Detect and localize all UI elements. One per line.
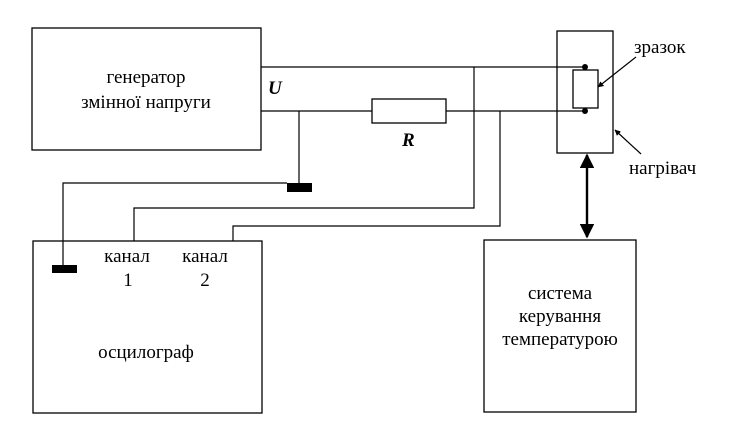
channel2-label-line1: канал	[182, 246, 228, 267]
channel2-label-line2: 2	[200, 270, 210, 291]
channel1-wire	[133, 67, 475, 241]
sample	[572, 69, 599, 109]
channel2-wire	[232, 111, 501, 241]
sample-terminal-bottom	[582, 108, 588, 114]
sample-pointer	[597, 56, 637, 88]
channel1-label-line2: 1	[123, 270, 133, 291]
oscilloscope-box	[32, 240, 263, 414]
sample-label: зразок	[634, 37, 686, 58]
generator-label-line1: генератор	[106, 67, 185, 88]
heater-pointer	[614, 129, 642, 155]
temperature-control-box	[483, 239, 637, 413]
heater-label: нагрівач	[629, 158, 697, 179]
generator-label-line2: змінної напруги	[81, 92, 211, 113]
generator-block: генератор змінної напруги	[31, 27, 262, 151]
temperature-control-block: система керування температурою	[483, 239, 637, 413]
generator-box	[31, 27, 262, 151]
oscilloscope-block: канал 1 канал 2 осцилограф	[32, 240, 263, 414]
heater-box	[556, 30, 614, 154]
temperature-control-line1: система	[528, 283, 593, 304]
temperature-control-line2: керування	[519, 306, 601, 327]
sample-terminal-top	[582, 64, 588, 70]
voltage-label: U	[268, 78, 283, 99]
channel1-label-line1: канал	[104, 246, 150, 267]
oscilloscope-label: осцилограф	[98, 342, 194, 363]
ground-symbol-oscilloscope	[52, 265, 77, 273]
oscilloscope-ground-wire	[62, 182, 287, 265]
resistor-label: R	[401, 130, 415, 151]
temperature-control-line3: температурою	[502, 329, 618, 350]
ground-symbol-top	[287, 183, 312, 192]
resistor	[371, 98, 447, 124]
